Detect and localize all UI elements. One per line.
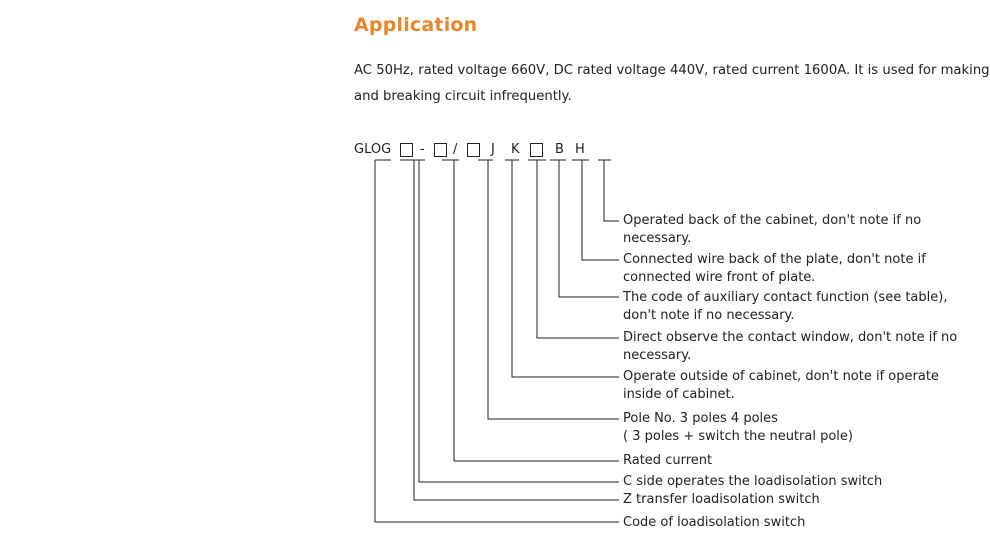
desc-line: necessary.	[623, 348, 692, 363]
desc-connected-wire: Connected wire back of the plate, don't …	[623, 251, 926, 287]
desc-line: don't note if no necessary.	[623, 308, 795, 323]
desc-line: Pole No. 3 poles 4 poles	[623, 411, 778, 426]
code-box-1	[400, 143, 413, 157]
code-letter-k: K	[511, 142, 520, 157]
code-letter-j: J	[491, 142, 495, 157]
desc-line: necessary.	[623, 231, 692, 246]
desc-z-transfer: Z transfer loadisolation switch	[623, 491, 820, 509]
desc-c-side: C side operates the loadisolation switch	[623, 473, 882, 491]
desc-line: connected wire front of plate.	[623, 270, 816, 285]
application-paragraph: AC 50Hz, rated voltage 660V, DC rated vo…	[354, 58, 990, 110]
desc-line: inside of cabinet.	[623, 387, 735, 402]
code-box-2	[434, 143, 447, 157]
desc-operate-outside: Operate outside of cabinet, don't note i…	[623, 368, 939, 404]
desc-switch-code: Code of loadisolation switch	[623, 514, 805, 532]
code-dash: -	[420, 142, 425, 157]
section-title: Application	[354, 14, 478, 36]
desc-line: Z transfer loadisolation switch	[623, 492, 820, 507]
desc-line: Direct observe the contact window, don't…	[623, 330, 958, 345]
desc-line: Connected wire back of the plate, don't …	[623, 252, 926, 267]
paragraph-line-1: AC 50Hz, rated voltage 660V, DC rated vo…	[354, 63, 990, 78]
code-slash: /	[453, 142, 458, 157]
code-box-4	[530, 143, 543, 157]
desc-rated-current: Rated current	[623, 452, 712, 470]
desc-line: Rated current	[623, 453, 713, 468]
code-prefix: GLOG	[354, 142, 392, 157]
desc-contact-window: Direct observe the contact window, don't…	[623, 329, 957, 365]
desc-line: The code of auxiliary contact function (…	[623, 290, 948, 305]
desc-auxiliary-contact: The code of auxiliary contact function (…	[623, 289, 947, 325]
desc-operated-back: Operated back of the cabinet, don't note…	[623, 212, 921, 248]
desc-pole-number: Pole No. 3 poles 4 poles ( 3 poles + swi…	[623, 410, 853, 446]
desc-line: Operated back of the cabinet, don't note…	[623, 213, 922, 228]
desc-line: C side operates the loadisolation switch	[623, 474, 883, 489]
code-letter-h: H	[575, 142, 585, 157]
desc-line: Code of loadisolation switch	[623, 515, 806, 530]
code-box-3	[467, 143, 480, 157]
desc-line: ( 3 poles + switch the neutral pole)	[623, 429, 853, 444]
paragraph-line-2: and breaking circuit infrequently.	[354, 89, 572, 104]
desc-line: Operate outside of cabinet, don't note i…	[623, 369, 939, 384]
code-letter-b: B	[555, 142, 564, 157]
